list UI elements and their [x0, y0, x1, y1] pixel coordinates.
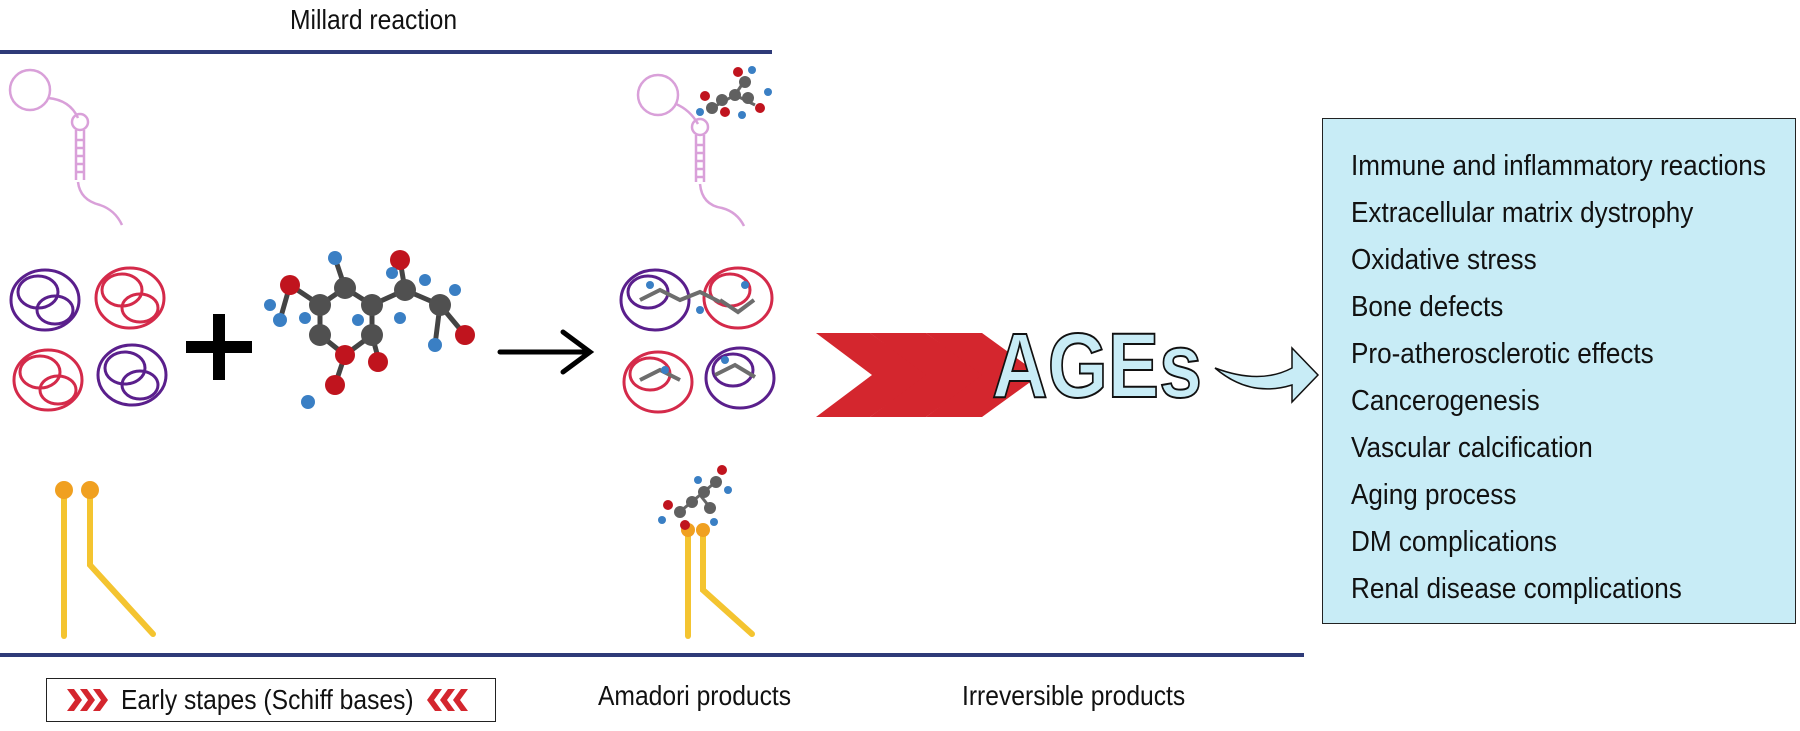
ages-label: AGEs	[992, 315, 1202, 417]
effect-item: Cancerogenesis	[1351, 385, 1540, 417]
amadori-stage-label: Amadori products	[598, 680, 792, 711]
dna-hairpin-icon	[8, 68, 124, 226]
effect-item: Bone defects	[1351, 291, 1504, 323]
effect-item: Renal disease complications	[1351, 573, 1682, 605]
effect-item: Aging process	[1351, 479, 1517, 511]
progression-chevrons-icon	[816, 333, 1040, 417]
effect-item: Immune and inflammatory reactions	[1351, 150, 1766, 182]
effects-list: Immune and inflammatory reactions Extrac…	[1323, 119, 1795, 613]
effect-item: Pro-atherosclerotic effects	[1351, 338, 1654, 370]
glycated-protein-icon	[619, 266, 776, 414]
effect-item: DM complications	[1351, 526, 1557, 558]
glycated-dna-icon	[636, 66, 772, 227]
bottom-divider	[0, 653, 1304, 657]
diagram-title: Millard reaction	[290, 4, 458, 35]
early-stage-legend: Early stapes (Schiff bases)	[46, 678, 496, 722]
early-stage-label: Early stapes (Schiff bases)	[121, 684, 414, 715]
effect-item: Vascular calcification	[1351, 432, 1593, 464]
effect-item: Extracellular matrix dystrophy	[1351, 197, 1694, 229]
protein-icon	[9, 266, 168, 412]
effects-panel: Immune and inflammatory reactions Extrac…	[1322, 118, 1796, 624]
effect-item: Oxidative stress	[1351, 244, 1537, 276]
glycated-lipid-icon	[658, 465, 755, 639]
curved-arrow-icon	[1214, 346, 1320, 404]
reaction-arrow-icon	[497, 329, 595, 375]
glucose-molecule-icon	[264, 250, 475, 409]
plus-icon	[186, 314, 252, 380]
irreversible-stage-label: Irreversible products	[962, 680, 1186, 711]
chevrons-left-icon	[427, 689, 468, 711]
top-divider	[0, 50, 772, 54]
lipid-icon	[55, 481, 156, 639]
chevrons-right-icon	[67, 689, 108, 711]
